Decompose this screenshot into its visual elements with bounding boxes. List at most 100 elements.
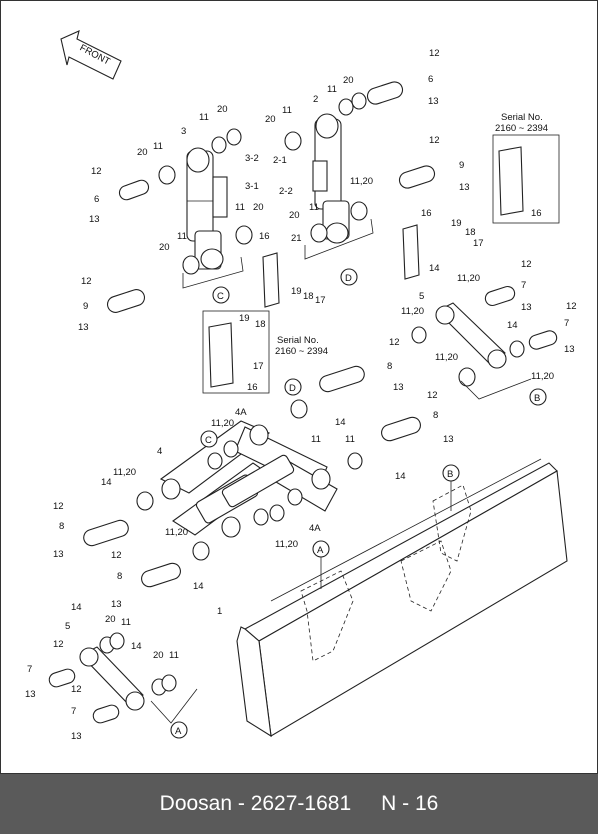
part-number: Doosan - 2627-1681	[159, 792, 352, 815]
svg-text:12: 12	[53, 639, 64, 650]
svg-text:12: 12	[427, 390, 438, 401]
svg-text:C: C	[217, 291, 224, 302]
svg-text:13: 13	[71, 731, 82, 742]
svg-text:11: 11	[309, 202, 319, 213]
svg-text:3-1: 3-1	[245, 181, 259, 192]
marker-a-lower: A	[170, 721, 188, 739]
svg-text:6: 6	[94, 194, 99, 205]
svg-text:3: 3	[181, 126, 186, 137]
svg-text:20: 20	[253, 202, 264, 213]
svg-text:11: 11	[169, 650, 179, 661]
svg-text:11,20: 11,20	[457, 273, 480, 284]
page-ref: N - 16	[381, 792, 439, 815]
left-cylinder-assembly	[186, 147, 228, 270]
ring-11-20-left	[136, 491, 154, 511]
svg-text:14: 14	[335, 417, 346, 428]
serial-range-left: 2160 ~ 2394	[275, 346, 328, 357]
svg-text:11: 11	[327, 84, 337, 95]
svg-text:14: 14	[101, 477, 112, 488]
svg-text:13: 13	[25, 689, 36, 700]
svg-text:13: 13	[443, 434, 454, 445]
svg-text:D: D	[289, 383, 296, 394]
svg-text:A: A	[175, 726, 182, 737]
svg-text:B: B	[534, 393, 540, 404]
svg-text:11: 11	[311, 434, 321, 445]
svg-text:12: 12	[389, 337, 400, 348]
svg-text:7: 7	[564, 318, 569, 329]
svg-text:C: C	[205, 435, 212, 446]
svg-text:12: 12	[521, 259, 532, 270]
svg-text:11: 11	[121, 617, 131, 628]
svg-text:14: 14	[395, 471, 406, 482]
svg-text:9: 9	[83, 301, 88, 312]
svg-text:16: 16	[531, 208, 542, 219]
svg-text:11,20: 11,20	[531, 371, 554, 382]
pin-6-left	[118, 179, 150, 201]
svg-text:2: 2	[313, 94, 318, 105]
svg-text:12: 12	[53, 501, 64, 512]
svg-text:14: 14	[507, 320, 518, 331]
svg-text:11: 11	[345, 434, 355, 445]
svg-text:B: B	[447, 469, 453, 480]
svg-text:D: D	[345, 273, 352, 284]
bracket-b	[460, 378, 532, 400]
svg-text:20: 20	[217, 104, 228, 115]
svg-text:11: 11	[282, 105, 292, 116]
marker-b-right: B	[529, 388, 547, 406]
svg-text:14: 14	[71, 602, 82, 613]
front-arrow-icon: FRONT	[60, 30, 122, 80]
ring-11-side	[347, 452, 363, 470]
plate-21-left	[262, 252, 280, 308]
ring-11-20-lower	[192, 541, 210, 561]
svg-text:4A: 4A	[235, 407, 247, 418]
svg-text:11,20: 11,20	[211, 418, 234, 429]
exploded-parts-diagram: FRONT	[25, 30, 577, 742]
svg-text:12: 12	[566, 301, 577, 312]
marker-b-blade: B	[442, 464, 460, 482]
svg-text:13: 13	[53, 549, 64, 560]
svg-text:20: 20	[105, 614, 116, 625]
svg-text:12: 12	[71, 684, 82, 695]
svg-text:16: 16	[259, 231, 270, 242]
svg-text:14: 14	[131, 641, 142, 652]
svg-text:11,20: 11,20	[113, 467, 136, 478]
svg-text:20: 20	[343, 75, 354, 86]
svg-text:19: 19	[451, 218, 462, 229]
svg-text:4: 4	[157, 446, 162, 457]
ring-d-side	[290, 399, 308, 419]
link-arm-5-right	[411, 285, 558, 387]
serial-label-right: Serial No.	[501, 112, 543, 123]
serial-inset-left: Serial No. 2160 ~ 2394	[202, 310, 328, 394]
marker-c-mid: C	[200, 430, 218, 448]
svg-text:12: 12	[429, 135, 440, 146]
svg-text:13: 13	[564, 344, 575, 355]
marker-a-blade: A	[312, 540, 330, 558]
svg-text:13: 13	[428, 96, 439, 107]
svg-text:13: 13	[521, 302, 532, 313]
svg-text:11: 11	[177, 231, 187, 242]
svg-text:16: 16	[421, 208, 432, 219]
svg-text:7: 7	[521, 280, 526, 291]
svg-text:8: 8	[59, 521, 64, 532]
svg-text:11,20: 11,20	[275, 539, 298, 550]
svg-text:18: 18	[465, 227, 476, 238]
pin-8-left-lower	[141, 562, 181, 588]
svg-text:6: 6	[428, 74, 433, 85]
bracket-a-lower	[150, 688, 198, 724]
pin-8-upper	[319, 365, 365, 393]
svg-text:8: 8	[433, 410, 438, 421]
svg-text:16: 16	[247, 382, 258, 393]
svg-text:17: 17	[253, 361, 264, 372]
svg-text:2-1: 2-1	[273, 155, 287, 166]
svg-text:11: 11	[153, 141, 163, 152]
svg-text:13: 13	[89, 214, 100, 225]
svg-text:1: 1	[217, 606, 222, 617]
svg-text:17: 17	[473, 238, 484, 249]
svg-text:9: 9	[459, 160, 464, 171]
svg-text:21: 21	[291, 233, 302, 244]
svg-text:8: 8	[117, 571, 122, 582]
callout-labels: 12 20 11 2 6 13 20 11 11 20 3 12 11 20 3…	[25, 48, 577, 742]
svg-text:18: 18	[255, 319, 266, 330]
svg-text:11,20: 11,20	[165, 527, 188, 538]
serial-range-right: 2160 ~ 2394	[495, 123, 548, 134]
